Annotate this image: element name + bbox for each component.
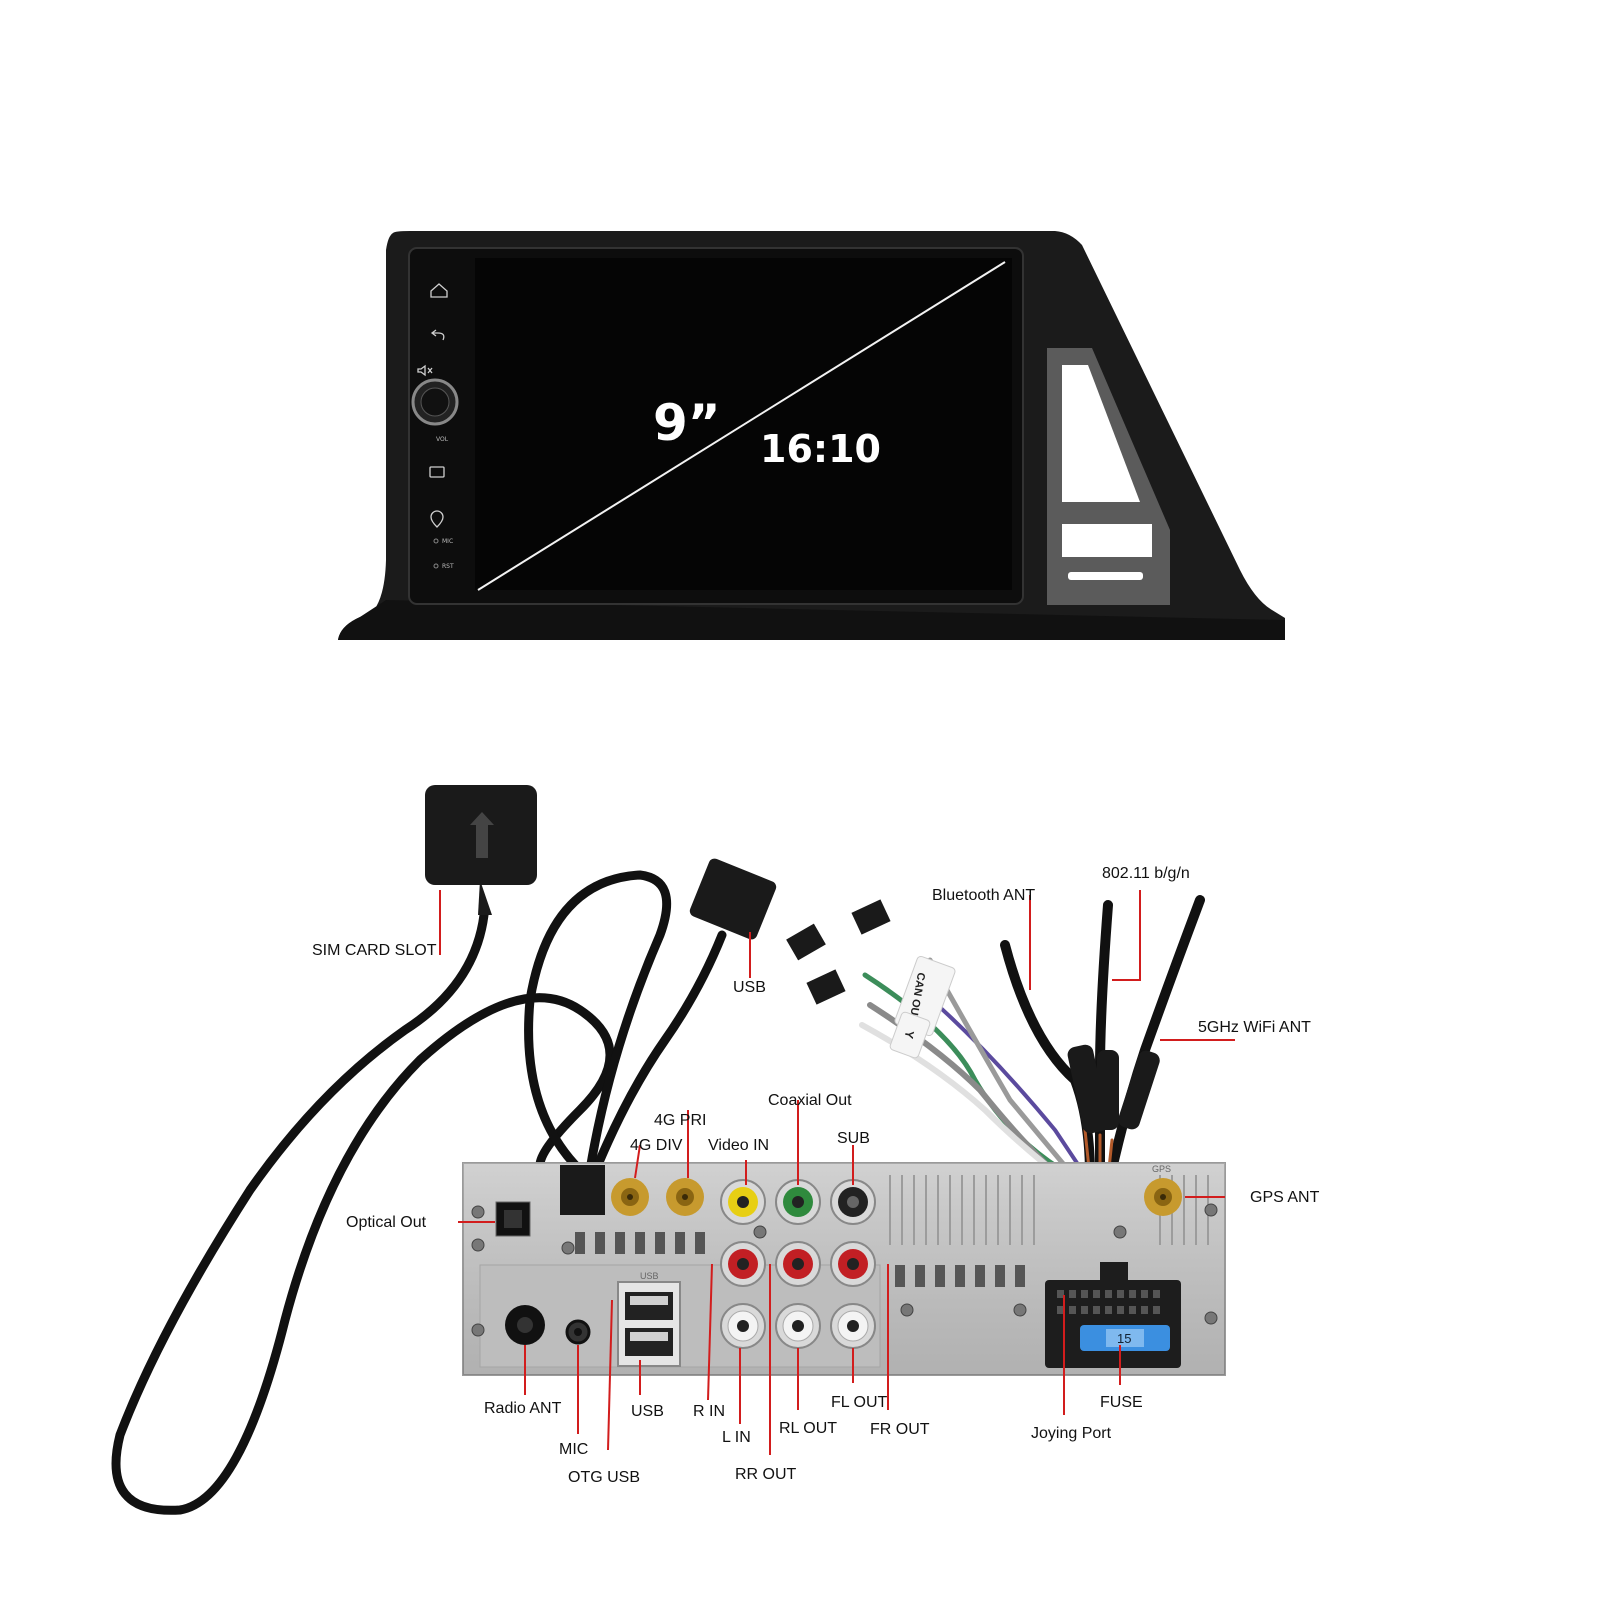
cable-tag-2 xyxy=(889,1011,931,1059)
label-4g-pri: 4G PRI xyxy=(654,1112,706,1129)
rca-coaxial-out xyxy=(775,1179,821,1225)
fuse-value: 15 xyxy=(1117,1331,1131,1346)
label-fuse: FUSE xyxy=(1100,1394,1143,1411)
rca-fl-out xyxy=(830,1303,876,1349)
vol-label: VOL xyxy=(436,436,449,443)
label-mic: MIC xyxy=(559,1441,588,1458)
rca-sub xyxy=(830,1179,876,1225)
label-otg-usb: OTG USB xyxy=(568,1469,640,1486)
aspect-ratio: 16:10 xyxy=(760,427,881,471)
gps-mark: GPS xyxy=(1152,1164,1171,1174)
cable-tag-2-text: Y xyxy=(902,1029,917,1039)
vent-bar xyxy=(1068,572,1143,580)
rca-rl-out xyxy=(775,1303,821,1349)
label-fr-out: FR OUT xyxy=(870,1421,930,1438)
sim-cable xyxy=(111,910,625,1515)
back-icon[interactable] xyxy=(430,329,445,341)
rca-l-in xyxy=(720,1303,766,1349)
rca-rr-out xyxy=(775,1241,821,1287)
label-5ghz-wifi-ant: 5GHz WiFi ANT xyxy=(1198,1019,1311,1036)
labels: SIM CARD SLOT USB Bluetooth ANT 802.11 b… xyxy=(312,865,1320,1486)
mute-icon[interactable] xyxy=(417,364,433,377)
sim-port-block xyxy=(560,1165,605,1215)
mic-label: MIC xyxy=(442,538,453,545)
diagonal-line xyxy=(477,261,1006,591)
head-unit: 9” 16:10 VOL MIC RST xyxy=(338,231,1285,640)
label-l-in: L IN xyxy=(722,1429,751,1446)
radio-ant-port xyxy=(505,1305,545,1345)
plug-2 xyxy=(851,899,891,935)
label-video-in: Video IN xyxy=(708,1137,769,1154)
sma-4g-div xyxy=(611,1178,649,1216)
rear-chassis: GPS USB xyxy=(462,1162,1226,1376)
rca-video-in xyxy=(720,1179,766,1225)
mic-jack xyxy=(565,1319,591,1345)
label-radio-ant: Radio ANT xyxy=(484,1400,562,1417)
vent-slot xyxy=(1062,524,1152,557)
label-usb: USB xyxy=(631,1403,664,1420)
vent-slots xyxy=(575,1232,1025,1287)
label-4g-div: 4G DIV xyxy=(630,1137,683,1154)
vent-window xyxy=(1062,365,1140,502)
bluetooth-antenna xyxy=(1000,940,1095,1180)
plug-3 xyxy=(806,969,846,1005)
label-usb-top: USB xyxy=(733,979,766,996)
usb-ports xyxy=(617,1281,681,1367)
screws xyxy=(471,1203,1218,1337)
usb-cable xyxy=(595,930,727,1165)
screen-size: 9” xyxy=(653,394,721,452)
radio-icon[interactable] xyxy=(429,466,445,478)
sma-4g-pri xyxy=(666,1178,704,1216)
optical-port xyxy=(495,1201,531,1237)
gps-icon[interactable] xyxy=(430,510,444,528)
connectors: CAN OUT Y xyxy=(425,785,1160,1134)
label-wifi-standard: 802.11 b/g/n xyxy=(1102,865,1190,882)
plug-1 xyxy=(786,923,826,961)
usb-female-connector xyxy=(689,858,777,940)
home-icon[interactable] xyxy=(430,283,448,298)
label-joying-port: Joying Port xyxy=(1031,1425,1112,1442)
label-rl-out: RL OUT xyxy=(779,1420,837,1437)
rca-r-in xyxy=(720,1241,766,1287)
label-coaxial-out: Coaxial Out xyxy=(768,1092,852,1109)
rst-label: RST xyxy=(442,563,454,570)
label-sim-card-slot: SIM CARD SLOT xyxy=(312,942,437,959)
iso-connector xyxy=(1045,1262,1181,1368)
wifi5-antenna xyxy=(1105,895,1205,1183)
side-buttons xyxy=(411,283,459,528)
label-rr-out: RR OUT xyxy=(735,1466,797,1483)
label-r-in: R IN xyxy=(693,1403,725,1420)
usb-mark: USB xyxy=(640,1271,659,1281)
label-gps-ant: GPS ANT xyxy=(1250,1189,1320,1206)
callout-lines xyxy=(439,890,1235,1455)
label-sub: SUB xyxy=(837,1130,870,1147)
label-bluetooth-ant: Bluetooth ANT xyxy=(932,887,1035,904)
sma-gps xyxy=(1144,1178,1182,1216)
rca-fr-out xyxy=(830,1241,876,1287)
label-fl-out: FL OUT xyxy=(831,1394,888,1411)
label-optical-out: Optical Out xyxy=(346,1214,427,1231)
